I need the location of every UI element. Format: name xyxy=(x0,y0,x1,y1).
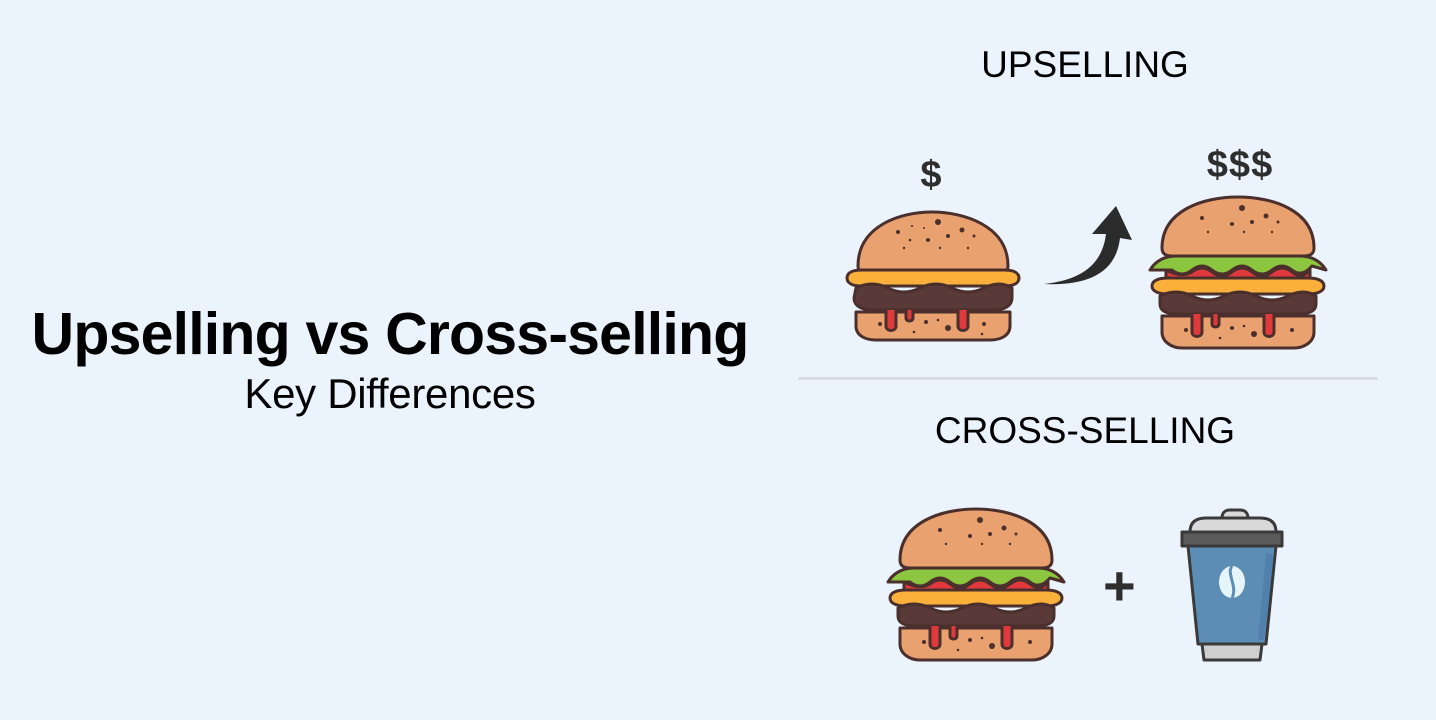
triple-price-label: $$$ xyxy=(1206,144,1274,186)
plus-operator: + xyxy=(1103,554,1136,617)
sub-title: Key Differences xyxy=(244,370,536,417)
coffee-cup-icon xyxy=(1180,508,1284,662)
upselling-label: UPSELLING xyxy=(981,44,1189,85)
title-block: Upselling vs Cross-selling Key Differenc… xyxy=(20,298,760,418)
single-price-label: $ xyxy=(920,154,942,196)
cross-sell-burger-icon xyxy=(886,507,1066,662)
plain-burger-icon xyxy=(845,210,1021,342)
section-divider xyxy=(798,377,1378,380)
curved-arrow-icon xyxy=(1044,206,1132,285)
cross-selling-label: CROSS-SELLING xyxy=(934,410,1236,451)
main-title: Upselling vs Cross-selling xyxy=(31,301,750,367)
deluxe-burger-icon xyxy=(1148,195,1328,350)
